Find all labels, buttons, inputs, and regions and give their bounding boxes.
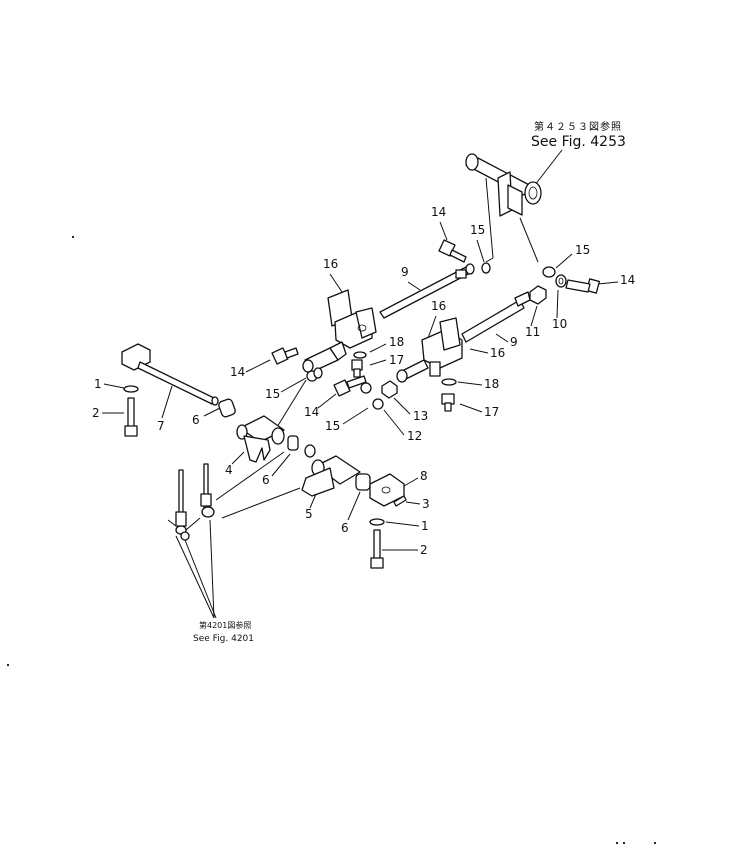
washer-15 <box>360 382 372 394</box>
washer-1 <box>369 518 385 526</box>
callout-16: 16 <box>431 299 446 313</box>
callout-2: 2 <box>420 543 428 557</box>
washer-15 <box>542 266 556 278</box>
callout-14: 14 <box>230 365 245 379</box>
callout-4: 4 <box>225 463 233 477</box>
rod-9 <box>379 263 475 319</box>
rod-9 <box>461 291 531 343</box>
bolt-17 <box>351 359 363 378</box>
reference-top-en: See Fig. 4253 <box>531 134 626 150</box>
bracket-16 <box>421 317 463 377</box>
washer-18 <box>441 378 457 386</box>
callout-1: 1 <box>421 519 429 533</box>
callout-17: 17 <box>389 353 404 367</box>
bolt-14 <box>438 239 467 263</box>
callout-17: 17 <box>484 405 499 419</box>
washer-15 <box>481 262 491 274</box>
nut-11 <box>529 285 547 305</box>
washer-12 <box>372 398 384 410</box>
callout-16: 16 <box>490 346 505 360</box>
rod-end <box>302 341 347 373</box>
reference-bottom-jp: 第4201図参照 <box>199 620 251 630</box>
bolt-17 <box>441 393 455 412</box>
callout-14: 14 <box>620 273 635 287</box>
lever-5 <box>301 455 361 497</box>
callout-5: 5 <box>305 507 313 521</box>
bolt-14 <box>271 347 299 365</box>
rod-end <box>396 359 429 383</box>
callout-15: 15 <box>470 223 485 237</box>
callout-13: 13 <box>413 409 428 423</box>
pin-3 <box>393 495 407 507</box>
callout-3: 3 <box>422 497 430 511</box>
callout-6: 6 <box>262 473 270 487</box>
callout-6: 6 <box>192 413 200 427</box>
nut-13 <box>381 380 398 399</box>
callout-14: 14 <box>304 405 319 419</box>
callout-9: 9 <box>401 265 409 279</box>
callout-15: 15 <box>325 419 340 433</box>
callout-6: 6 <box>341 521 349 535</box>
callout-15: 15 <box>575 243 590 257</box>
callout-7: 7 <box>157 419 165 433</box>
callout-14: 14 <box>431 205 446 219</box>
upper-shaft-assembly <box>465 153 542 263</box>
bolt-14 <box>565 278 601 294</box>
bushing-6 <box>287 435 299 451</box>
callout-9: 9 <box>510 335 518 349</box>
bolt-14 <box>333 375 367 397</box>
callout-18: 18 <box>389 335 404 349</box>
callout-12: 12 <box>407 429 422 443</box>
bolt-2 <box>370 529 384 569</box>
shaft-7 <box>121 343 219 406</box>
bushing-6 <box>355 473 371 491</box>
callout-8: 8 <box>420 469 428 483</box>
lever-4 <box>236 415 285 463</box>
vertical-rods <box>175 463 215 541</box>
bushing-6 <box>218 398 236 418</box>
bracket-16 <box>327 289 377 349</box>
bolt-2 <box>124 397 138 437</box>
callout-2: 2 <box>92 406 100 420</box>
reference-bottom-en: See Fig. 4201 <box>193 634 254 644</box>
washer-10 <box>555 274 567 288</box>
callout-15: 15 <box>265 387 280 401</box>
washer-1 <box>123 385 139 393</box>
callout-10: 10 <box>552 317 567 331</box>
washer-18 <box>353 351 367 359</box>
callout-18: 18 <box>484 377 499 391</box>
callout-1: 1 <box>94 377 102 391</box>
callout-11: 11 <box>525 325 540 339</box>
callout-16: 16 <box>323 257 338 271</box>
reference-top-jp: 第４２５３図参照 <box>534 120 622 133</box>
